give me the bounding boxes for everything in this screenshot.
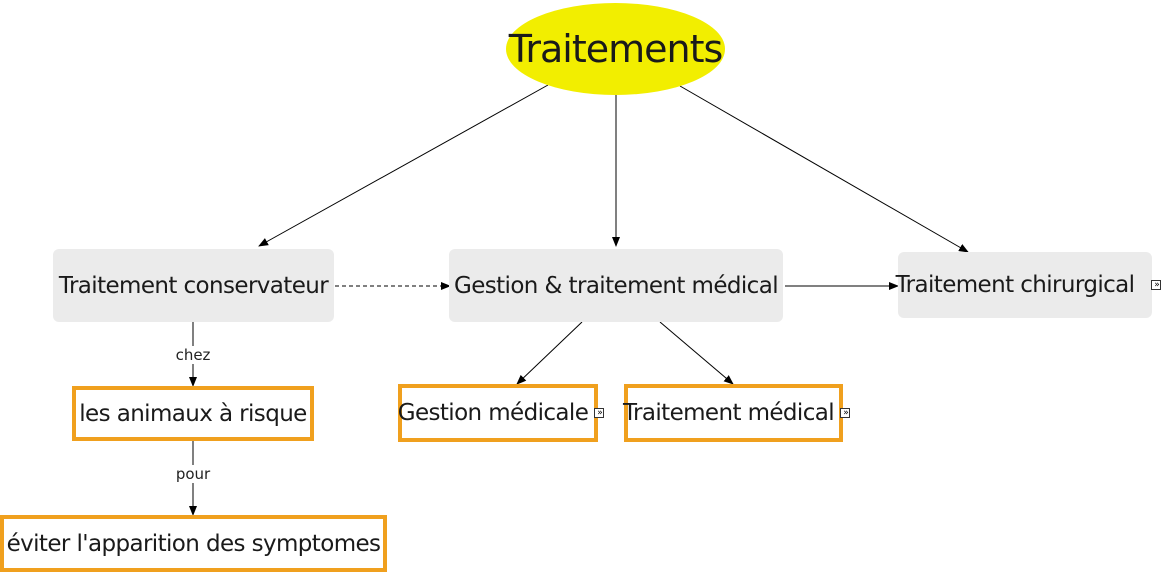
double-chevron-right-icon[interactable]: » bbox=[1151, 280, 1161, 290]
node-label: les animaux à risque bbox=[79, 400, 307, 427]
node-label: Gestion & traitement médical bbox=[453, 272, 779, 299]
node-label: Gestion médicale bbox=[397, 400, 589, 426]
edge-gestion-traitement-medical bbox=[659, 321, 734, 385]
node-label: Traitement chirurgical bbox=[895, 272, 1135, 298]
node-animaux-a-risque[interactable]: les animaux à risque bbox=[72, 386, 314, 441]
edge-label-pour: pour bbox=[173, 465, 213, 483]
node-label: Traitement médical bbox=[622, 400, 835, 426]
double-chevron-right-icon[interactable]: » bbox=[840, 408, 850, 418]
node-gestion-traitement-medical[interactable]: Gestion & traitement médical bbox=[449, 249, 783, 322]
node-label: éviter l'apparition des symptomes bbox=[6, 530, 381, 557]
node-traitement-conservateur[interactable]: Traitement conservateur bbox=[53, 249, 334, 322]
node-eviter-apparition[interactable]: éviter l'apparition des symptomes bbox=[0, 515, 387, 572]
node-traitement-chirurgical[interactable]: Traitement chirurgical bbox=[895, 252, 1152, 318]
root-node-label: Traitements bbox=[508, 27, 724, 71]
double-chevron-right-icon[interactable]: » bbox=[594, 408, 604, 418]
edge-root-chirurgical bbox=[679, 85, 969, 253]
edge-label-chez: chez bbox=[173, 346, 213, 364]
edge-root-conservateur bbox=[258, 84, 549, 247]
node-label: Traitement conservateur bbox=[58, 272, 329, 299]
edge-gestion-gestion-medicale bbox=[516, 321, 583, 385]
node-traitement-medical[interactable]: Traitement médical bbox=[622, 384, 843, 442]
node-gestion-medicale[interactable]: Gestion médicale bbox=[398, 384, 598, 442]
root-node-traitements[interactable]: Traitements bbox=[506, 3, 725, 95]
